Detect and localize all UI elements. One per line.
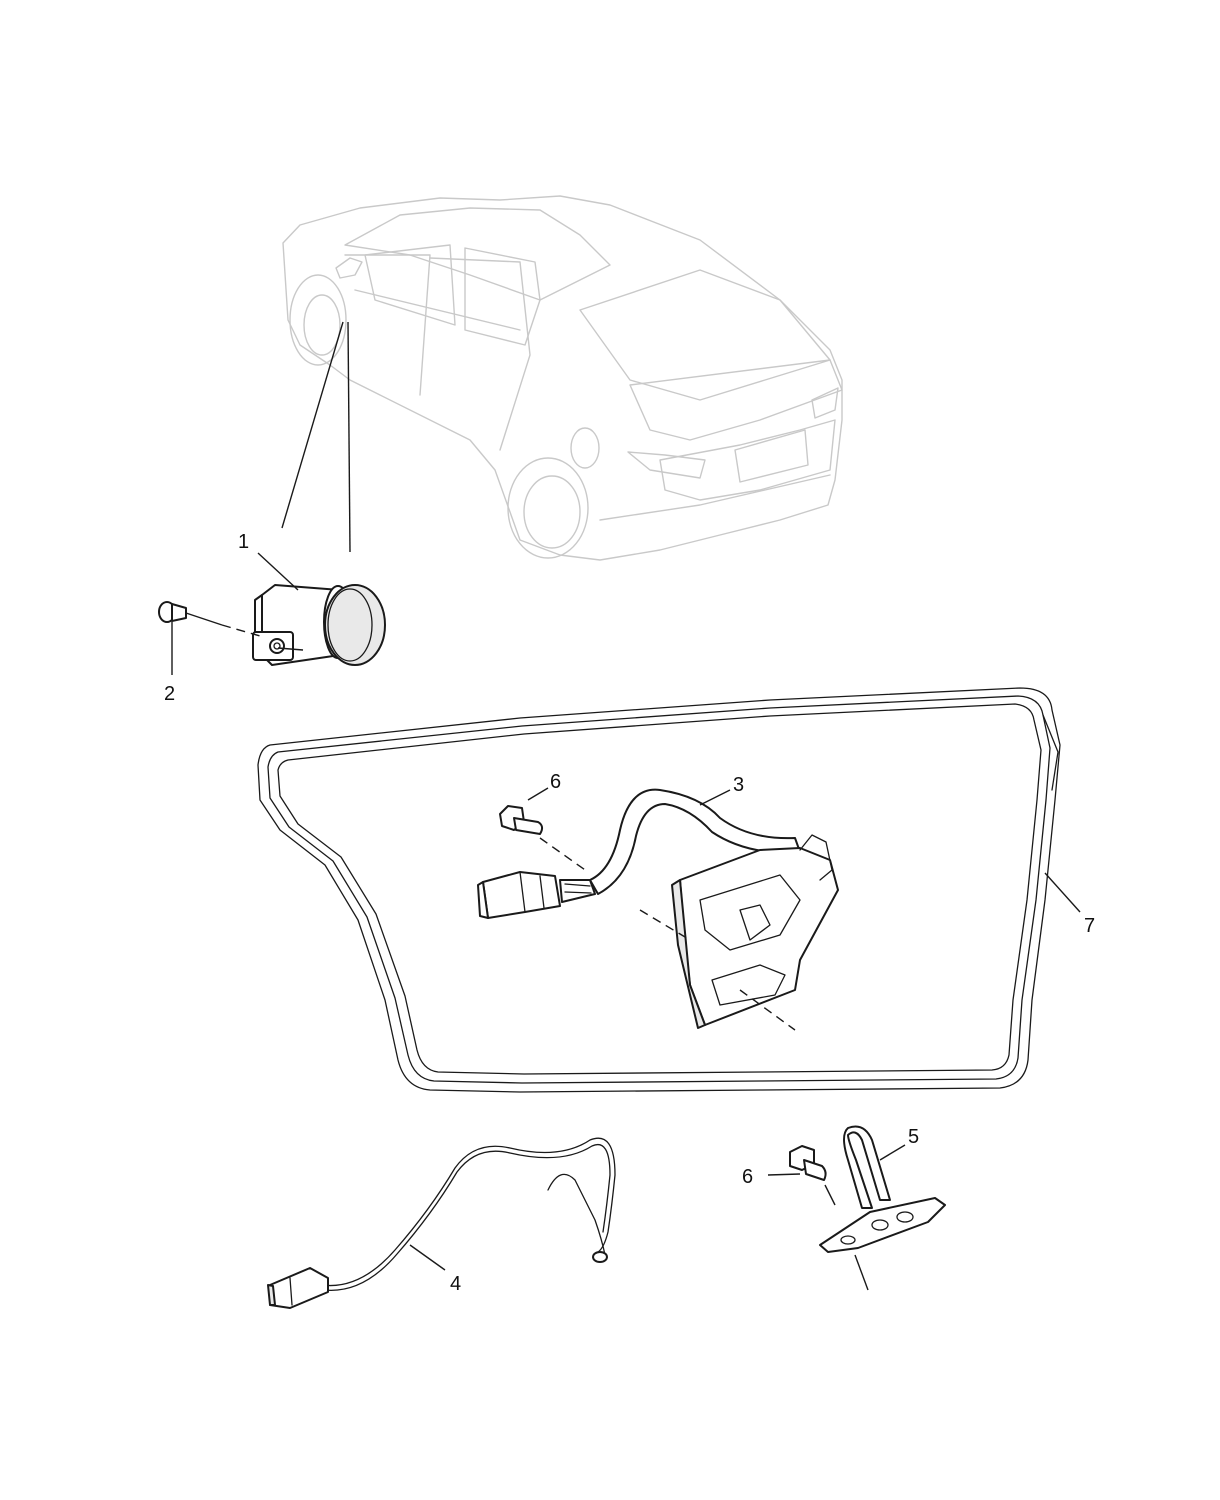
leader-line-car-1 [281, 321, 344, 529]
part-5-striker [819, 1125, 946, 1291]
callout-2: 2 [164, 683, 175, 705]
callout-6-upper: 6 [550, 771, 561, 793]
callout-4: 4 [450, 1273, 461, 1295]
callout-5: 5 [908, 1126, 919, 1148]
callout-3: 3 [733, 774, 744, 796]
part-7-weatherstrip [257, 687, 1061, 1093]
leader-line-4 [409, 1244, 446, 1271]
vehicle-outline [282, 195, 843, 561]
leader-line-1 [257, 552, 299, 591]
callout-7: 7 [1084, 915, 1095, 937]
part-4-wire-sensor [267, 1137, 616, 1309]
part-6-bolt-lower [789, 1145, 836, 1206]
leader-line-6b [767, 1173, 801, 1176]
part-1-switch [252, 584, 386, 666]
callout-6-lower: 6 [742, 1166, 753, 1188]
leader-line-6a [527, 787, 549, 801]
callout-1: 1 [238, 531, 249, 553]
leader-line-car-2 [347, 321, 351, 553]
part-3-lock-actuator [477, 788, 839, 1031]
leader-line-5 [879, 1144, 906, 1161]
leader-line-3 [699, 789, 731, 806]
part-2-pin [158, 601, 261, 637]
part-6-bolt-upper [499, 805, 589, 873]
leader-line-7 [1044, 872, 1081, 913]
